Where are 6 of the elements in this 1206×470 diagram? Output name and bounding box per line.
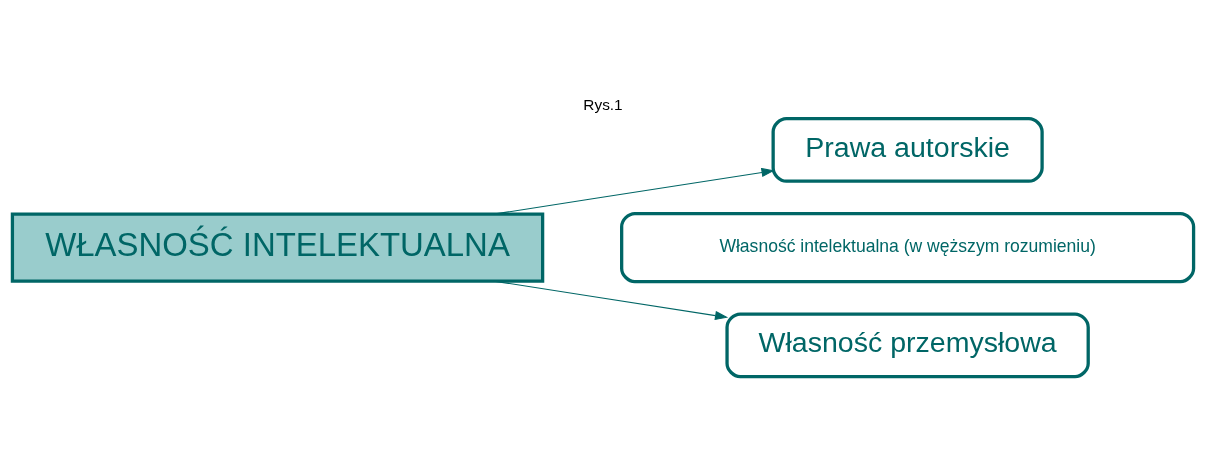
diagram-title: Rys.1 (583, 96, 623, 114)
node-box: Własność intelektualna (w węższym rozumieniu) (620, 211, 1196, 284)
node-box: WŁASNOŚĆ INTELEKTUALNA (10, 212, 545, 283)
node-box: Własność przemysłowa (725, 312, 1090, 379)
node-box: Prawa autorskie (771, 117, 1044, 183)
arrow (493, 280, 729, 321)
